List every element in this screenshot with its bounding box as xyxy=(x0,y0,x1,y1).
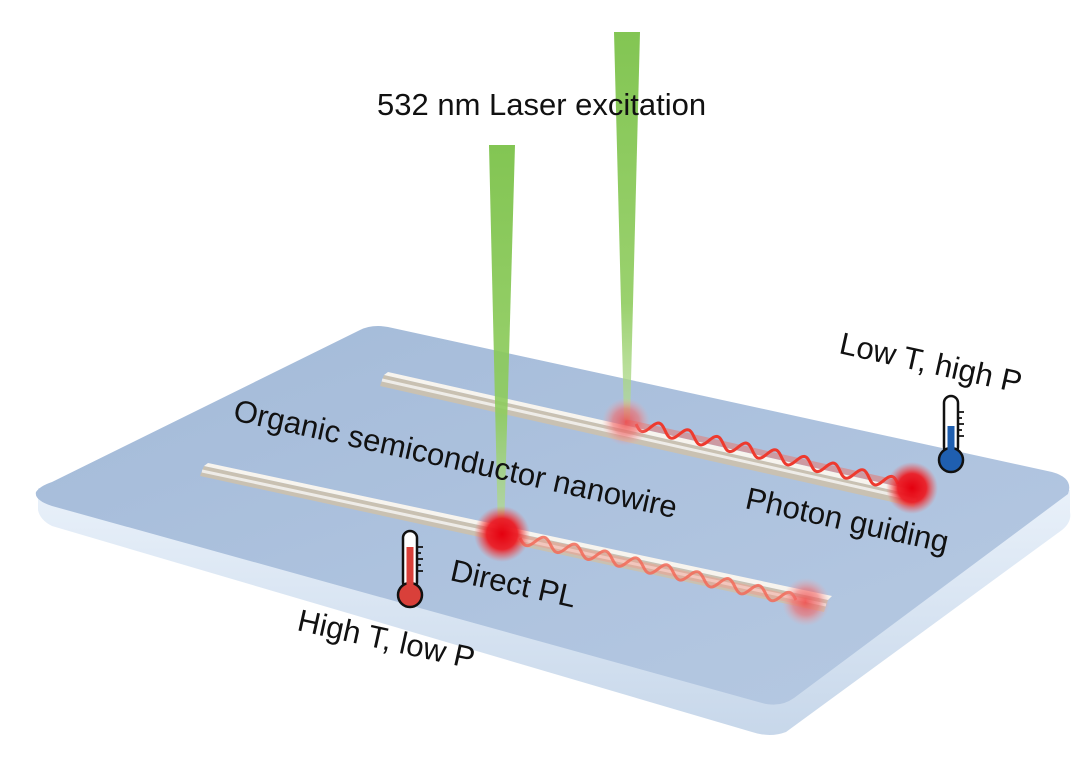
laser-beam-right xyxy=(614,32,640,420)
excitation-spot-direct-pl xyxy=(474,506,530,562)
thermometer-cold-icon xyxy=(937,394,965,474)
thermometer-hot-icon xyxy=(396,529,424,609)
laser-label: 532 nm Laser excitation xyxy=(377,87,706,122)
emission-spot-photon-guiding xyxy=(886,462,938,514)
laser-beam-left xyxy=(489,145,515,532)
wave-lower xyxy=(518,535,798,603)
emission-spot-lower-end xyxy=(782,578,830,626)
wave-upper xyxy=(634,421,900,487)
excitation-spot-upper xyxy=(602,398,650,446)
low-t-high-p-label: Low T, high P xyxy=(836,326,1025,400)
